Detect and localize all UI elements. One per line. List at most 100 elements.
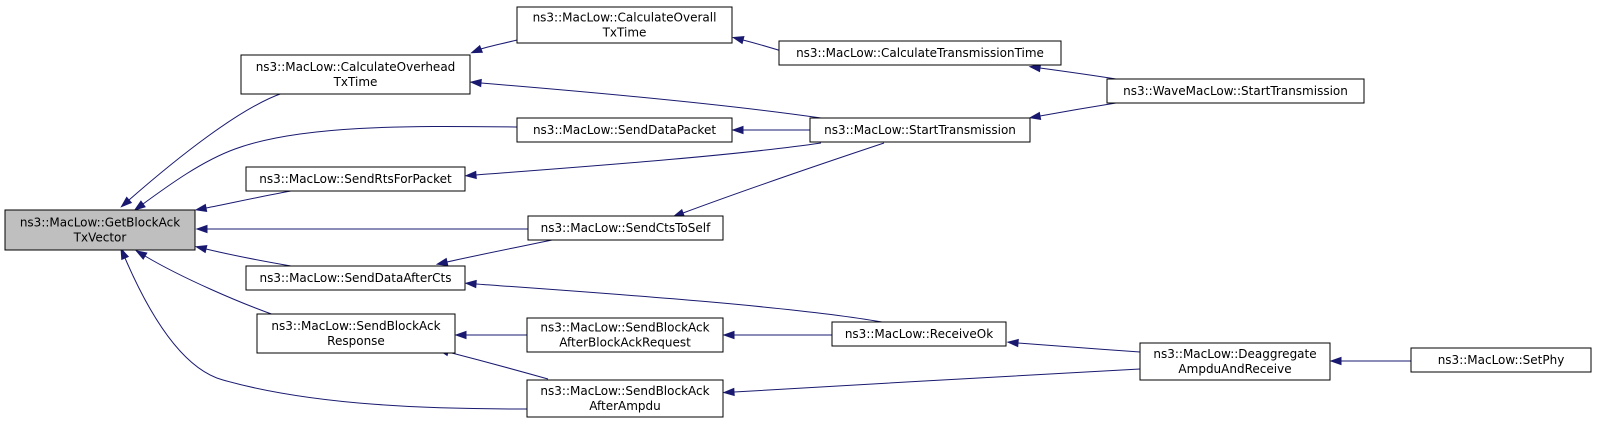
edge-deaggregate-to-receive_ok [1006, 338, 1141, 353]
edge-send_ba_after_bar-to-send_ba_response [454, 330, 527, 340]
arrowhead-icon [672, 208, 685, 218]
node-receive-ok[interactable]: ns3::MacLow::ReceiveOk [831, 321, 1007, 347]
arrowhead-icon [469, 78, 482, 88]
node-label-line: AfterBlockAckRequest [559, 336, 691, 350]
node-label-line: ns3::MacLow::CalculateOverall [533, 11, 717, 25]
edge-send_data_after_cts-to-root [194, 245, 292, 267]
arrowhead-icon [195, 224, 208, 234]
edge-line [475, 283, 883, 323]
node-label-line: TxTime [602, 26, 647, 40]
edge-start_transmission-to-send_rts [464, 142, 822, 180]
node-box [1106, 78, 1365, 104]
edge-deaggregate-to-send_ba_after_ampdu [722, 368, 1141, 397]
edge-send_ba_response-to-root [135, 250, 278, 317]
edge-receive_ok-to-send_data_after_cts [464, 279, 883, 323]
edge-send_rts-to-root [194, 190, 292, 213]
edge-wave_start-to-calc_transmission [1028, 63, 1117, 80]
node-box [256, 313, 456, 354]
node-box [1410, 347, 1592, 373]
arrowhead-icon [731, 125, 744, 135]
edge-line [142, 125, 518, 205]
nodes-layer: ns3::MacLow::GetBlockAckTxVectorns3::Mac… [4, 6, 1592, 418]
node-send-cts-self[interactable]: ns3::MacLow::SendCtsToSelf [527, 215, 724, 241]
node-label-line: ns3::MacLow::ReceiveOk [845, 327, 993, 341]
node-label-line: ns3::MacLow::SendBlockAck [271, 319, 440, 333]
arrowhead-icon [120, 196, 133, 208]
arrowhead-icon [722, 387, 735, 397]
edge-calc_overall-to-calc_overhead [470, 39, 518, 54]
node-box [526, 379, 724, 418]
edge-line [480, 82, 822, 119]
node-label-line: ns3::MacLow::SendDataAfterCts [260, 271, 452, 285]
arrowhead-icon [470, 44, 484, 54]
edge-line [205, 190, 292, 209]
node-box [778, 40, 1062, 66]
node-label-line: AfterAmpdu [589, 399, 661, 413]
edge-line [124, 257, 528, 410]
edge-line [480, 39, 518, 50]
node-box [516, 117, 733, 143]
node-label-line: ns3::MacLow::SendBlockAck [540, 321, 709, 335]
arrowhead-icon [1028, 111, 1042, 121]
arrowhead-icon [454, 330, 467, 340]
edge-start_transmission-to-send_data_packet [731, 125, 810, 135]
node-label-line: ns3::MacLow::GetBlockAck [20, 216, 180, 230]
node-send-ba-after-bar[interactable]: ns3::MacLow::SendBlockAckAfterBlockAckRe… [526, 317, 724, 353]
node-label-line: ns3::MacLow::StartTransmission [824, 123, 1016, 137]
edge-calc_overhead-to-root [120, 92, 284, 208]
arrowhead-icon [464, 279, 477, 289]
node-send-rts[interactable]: ns3::MacLow::SendRtsForPacket [245, 166, 466, 192]
arrowhead-icon [722, 330, 735, 340]
node-label-line: ns3::WaveMacLow::StartTransmission [1123, 84, 1348, 98]
node-calc-transmission[interactable]: ns3::MacLow::CalculateTransmissionTime [778, 40, 1062, 66]
node-send-data-after-cts[interactable]: ns3::MacLow::SendDataAfterCts [245, 265, 466, 291]
node-label-line: TxVector [73, 231, 127, 245]
node-box [245, 265, 466, 291]
edge-line [1039, 67, 1117, 80]
edge-start_transmission-to-calc_overhead [469, 78, 822, 119]
edge-line [144, 255, 278, 317]
edge-receive_ok-to-send_ba_after_bar [722, 330, 832, 340]
node-label-line: ns3::MacLow::CalculateOverhead [256, 60, 456, 74]
node-label-line: ns3::MacLow::SendDataPacket [533, 123, 716, 137]
node-send-data-packet[interactable]: ns3::MacLow::SendDataPacket [516, 117, 733, 143]
edges-layer [120, 36, 1411, 410]
node-wave-start[interactable]: ns3::WaveMacLow::StartTransmission [1106, 78, 1365, 104]
node-start-transmission[interactable]: ns3::MacLow::StartTransmission [809, 117, 1031, 143]
arrowhead-icon [133, 200, 146, 211]
edge-send_cts_self-to-root [195, 224, 528, 234]
node-label-line: ns3::MacLow::SetPhy [1438, 353, 1565, 367]
node-label-line: TxTime [333, 75, 378, 89]
edge-line [475, 142, 822, 176]
edge-line [446, 239, 553, 263]
node-box [831, 321, 1007, 347]
edge-line [1039, 102, 1117, 117]
edge-line [1017, 342, 1141, 353]
edge-line [682, 142, 885, 214]
node-box [526, 317, 724, 353]
arrowhead-icon [194, 203, 208, 213]
edge-wave_start-to-start_transmission [1028, 102, 1117, 121]
node-box [1139, 342, 1331, 381]
node-set-phy[interactable]: ns3::MacLow::SetPhy [1410, 347, 1592, 373]
node-box [245, 166, 466, 192]
node-box [527, 215, 724, 241]
edge-send_data_packet-to-root [133, 125, 518, 211]
arrowhead-icon [1329, 356, 1342, 366]
arrowhead-icon [435, 257, 449, 266]
node-label-line: ns3::MacLow::SendBlockAck [540, 384, 709, 398]
arrowhead-icon [120, 247, 130, 261]
edge-line [733, 368, 1141, 393]
node-label-line: ns3::MacLow::Deaggregate [1153, 347, 1316, 361]
edge-send_ba_after_ampdu-to-root [120, 247, 528, 410]
edge-start_transmission-to-send_cts_self [672, 142, 885, 218]
arrowhead-icon [194, 245, 208, 254]
node-label-line: ns3::MacLow::SendRtsForPacket [259, 172, 452, 186]
